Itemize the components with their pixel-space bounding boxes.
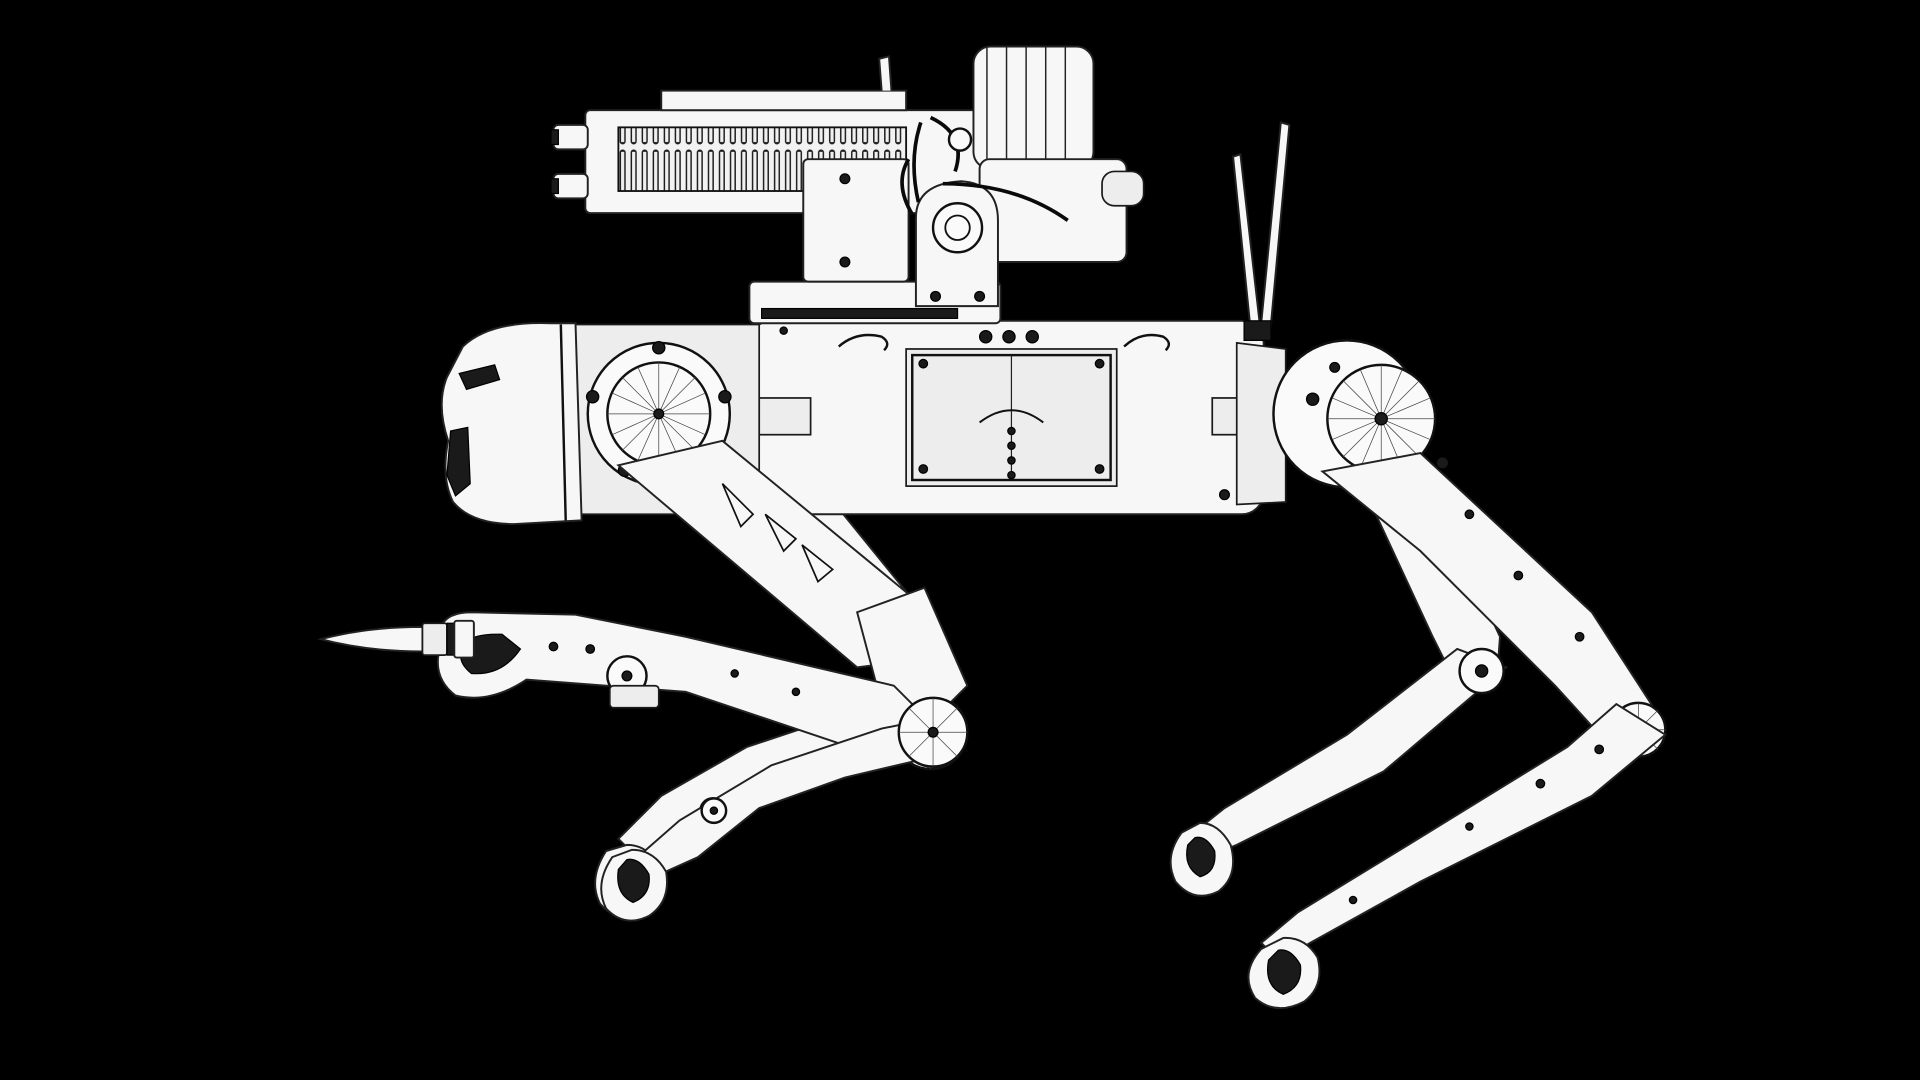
rear-near-leg (1247, 339, 1667, 1010)
front-near-shin (600, 696, 969, 922)
antenna (1232, 121, 1291, 342)
robot-body (440, 319, 1287, 526)
mounted-gun (550, 45, 1145, 325)
bullet-cartridge (316, 619, 475, 659)
